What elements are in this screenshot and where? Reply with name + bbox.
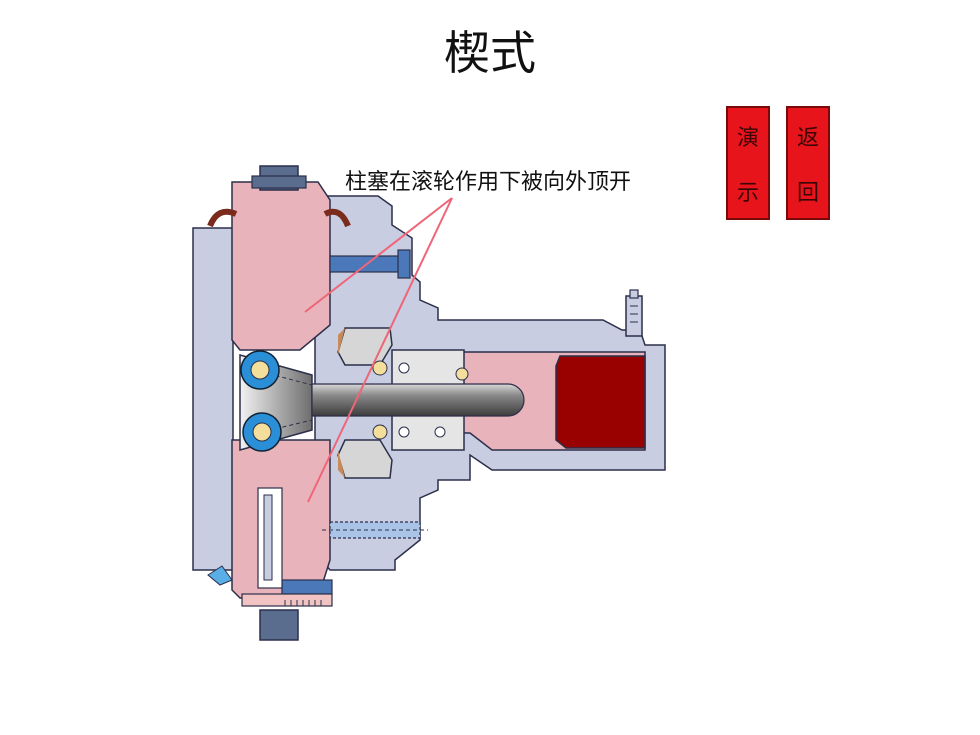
upper-bolt [329, 255, 409, 273]
demo-button-char-2: 示 [736, 180, 759, 206]
back-button-char-2: 回 [796, 180, 819, 206]
slide-title: 楔式 [444, 26, 536, 80]
upper-plunger [231, 181, 331, 351]
piston-block [555, 355, 646, 449]
demo-button-char-1: 演 [736, 125, 759, 151]
adjuster-strip [281, 579, 333, 595]
demo-button[interactable]: 演 示 [726, 106, 770, 220]
spring-coil [207, 208, 351, 228]
leader-line-upper [304, 197, 453, 313]
back-button-char-1: 返 [796, 125, 819, 151]
upper-roller [240, 350, 280, 390]
upper-sleeve [337, 327, 393, 366]
bleed-valve [625, 295, 643, 337]
bottom-cap [259, 609, 299, 641]
annotation-label: 柱塞在滚轮作用下被向外顶开 [345, 170, 632, 195]
lower-roller [242, 412, 282, 452]
leader-line-lower [307, 197, 453, 503]
adjuster-teeth [284, 600, 322, 606]
back-plate [192, 227, 234, 571]
back-button[interactable]: 返 回 [786, 106, 830, 220]
push-rod [311, 383, 525, 417]
lower-sleeve [337, 439, 393, 479]
